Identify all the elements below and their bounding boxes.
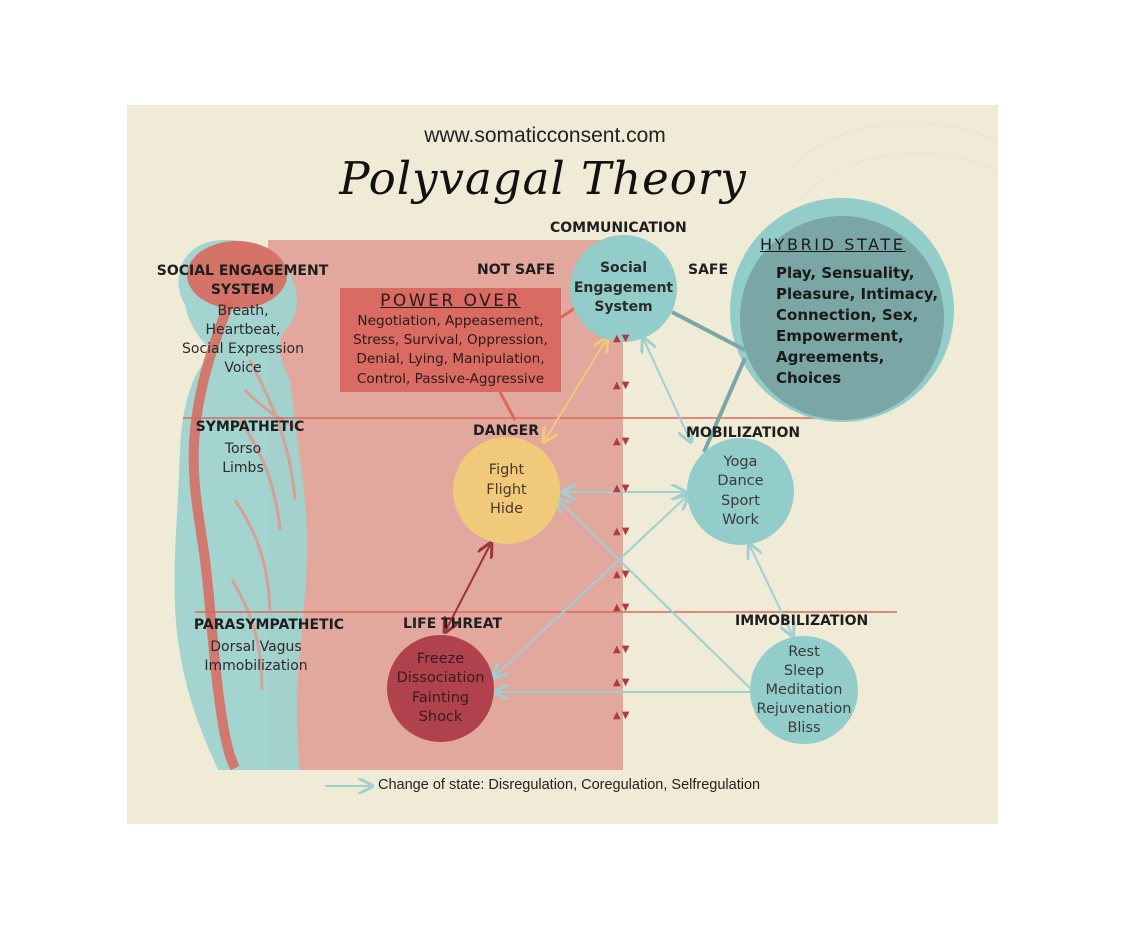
- circle-line: Meditation: [765, 681, 843, 698]
- detail-line: Immobilization: [204, 658, 308, 674]
- circle-line: Rejuvenation: [756, 700, 852, 717]
- boundary-marker-icon: ▲▼: [613, 602, 631, 613]
- connector: [559, 306, 576, 320]
- nerve-branches: [230, 359, 301, 691]
- power-over-box: POWER OVER Negotiation, Appeasement, Str…: [340, 288, 561, 392]
- circle-line: Flight: [486, 481, 527, 498]
- circle-line: Sleep: [783, 662, 825, 679]
- detail-line: Dorsal Vagus: [210, 639, 302, 655]
- hybrid-item: Pleasure, Intimacy,: [776, 285, 939, 303]
- boundary-marker-icon: ▲▼: [613, 710, 631, 721]
- legend-text: Change of state: Disregulation, Coregula…: [378, 777, 761, 793]
- circle-line: Engagement: [573, 279, 674, 296]
- danger-circle: Fight Flight Hide: [453, 437, 560, 544]
- hybrid-item: Agreements,: [776, 348, 885, 366]
- power-over-item: Stress, Survival, Oppression,: [353, 332, 548, 349]
- boundary-marker-icon: ▲▼: [613, 333, 631, 344]
- detail-line: Limbs: [222, 460, 264, 476]
- detail-line: Heartbeat,: [205, 322, 281, 338]
- not-safe-label: NOT SAFE: [477, 262, 556, 278]
- connector: [498, 391, 517, 421]
- website-url: www.somaticconsent.com: [424, 124, 666, 147]
- state-change-arrow: [750, 546, 792, 634]
- page-title: Polyvagal Theory: [339, 152, 747, 205]
- circle-line: Shock: [418, 709, 463, 725]
- state-change-arrow: [446, 545, 490, 630]
- body-silhouette: [174, 240, 308, 771]
- parasympathetic-heading: PARASYMPATHETIC: [193, 617, 345, 633]
- boundary-marker-icon: ▲▼: [613, 644, 631, 655]
- circle-line: Fight: [488, 462, 525, 479]
- hybrid-state-title: HYBRID STATE: [760, 235, 906, 254]
- detail-line: Social Expression: [182, 341, 304, 357]
- boundary-marker-icon: ▲▼: [613, 436, 631, 447]
- social-engagement-heading: SOCIAL ENGAGEMENT SYSTEM: [156, 263, 329, 298]
- life-threat-circle: Freeze Dissociation Fainting Shock: [387, 635, 494, 742]
- circle-line: Bliss: [787, 719, 821, 736]
- state-change-arrow: [558, 500, 753, 691]
- circle-line: Fainting: [411, 689, 470, 706]
- boundary-marker-icon: ▲▼: [613, 380, 631, 391]
- circle-line: Sport: [721, 492, 760, 509]
- power-over-list: Negotiation, Appeasement, Stress, Surviv…: [340, 312, 561, 389]
- circle-line: Rest: [788, 643, 820, 660]
- decorative-swirl: [799, 152, 996, 201]
- boundary-marker-icon: ▲▼: [613, 569, 631, 580]
- state-change-arrow: [495, 497, 686, 676]
- circle-line: System: [594, 299, 653, 316]
- circle-line: Social: [599, 260, 648, 277]
- circle-line: Hide: [489, 501, 524, 518]
- sympathetic-heading: SYMPATHETIC: [195, 419, 305, 435]
- hybrid-state-list: Play, Sensuality, Pleasure, Intimacy, Co…: [776, 263, 938, 389]
- power-over-item: Control, Passive-Aggressive: [356, 370, 545, 387]
- circle-line: Freeze: [416, 650, 465, 667]
- hybrid-item: Play, Sensuality,: [776, 264, 915, 282]
- boundary-marker-icon: ▲▼: [613, 677, 631, 688]
- decorative-swirl: [789, 122, 996, 171]
- life-threat-label: LIFE THREAT: [403, 616, 503, 632]
- circle-line: Work: [722, 512, 759, 528]
- hybrid-inner-circle: [740, 216, 944, 420]
- connector: [702, 357, 747, 453]
- state-change-arrow: [545, 340, 606, 440]
- hybrid-item: Choices: [776, 369, 842, 387]
- danger-label: DANGER: [473, 423, 540, 439]
- circle-line: Yoga: [723, 453, 758, 470]
- brain-icon: [187, 241, 287, 309]
- power-over-item: Negotiation, Appeasement,: [357, 313, 544, 329]
- detail-line: Voice: [224, 360, 262, 376]
- connector: [671, 310, 746, 352]
- immobilization-label: IMMOBILIZATION: [735, 613, 869, 629]
- detail-line: Breath,: [217, 303, 269, 319]
- mobilization-circle: Yoga Dance Sport Work: [687, 438, 794, 545]
- safe-label: SAFE: [688, 262, 729, 278]
- power-over-title: POWER OVER: [380, 291, 521, 311]
- circle-line: Dissociation: [396, 670, 485, 686]
- immobilization-circle: Rest Sleep Meditation Rejuvenation Bliss: [750, 636, 858, 744]
- power-over-item: Denial, Lying, Manipulation,: [356, 351, 545, 368]
- boundary-marker-icon: ▲▼: [613, 526, 631, 537]
- vagus-nerve: [188, 298, 240, 771]
- hybrid-item: Empowerment,: [776, 327, 904, 345]
- sympathetic-details: Torso Limbs: [203, 440, 283, 478]
- social-engagement-details: Breath, Heartbeat, Social Expression Voi…: [170, 302, 316, 378]
- circle-line: Dance: [717, 473, 764, 489]
- detail-line: Torso: [224, 441, 262, 457]
- state-change-arrow: [644, 340, 690, 440]
- hybrid-item: Connection, Sex,: [776, 306, 919, 324]
- boundary-marker-icon: ▲▼: [613, 483, 631, 494]
- communication-label: COMMUNICATION: [550, 220, 687, 236]
- social-engagement-circle: Social Engagement System: [570, 235, 677, 342]
- parasympathetic-details: Dorsal Vagus Immobilization: [194, 638, 318, 676]
- mobilization-label: MOBILIZATION: [686, 425, 801, 441]
